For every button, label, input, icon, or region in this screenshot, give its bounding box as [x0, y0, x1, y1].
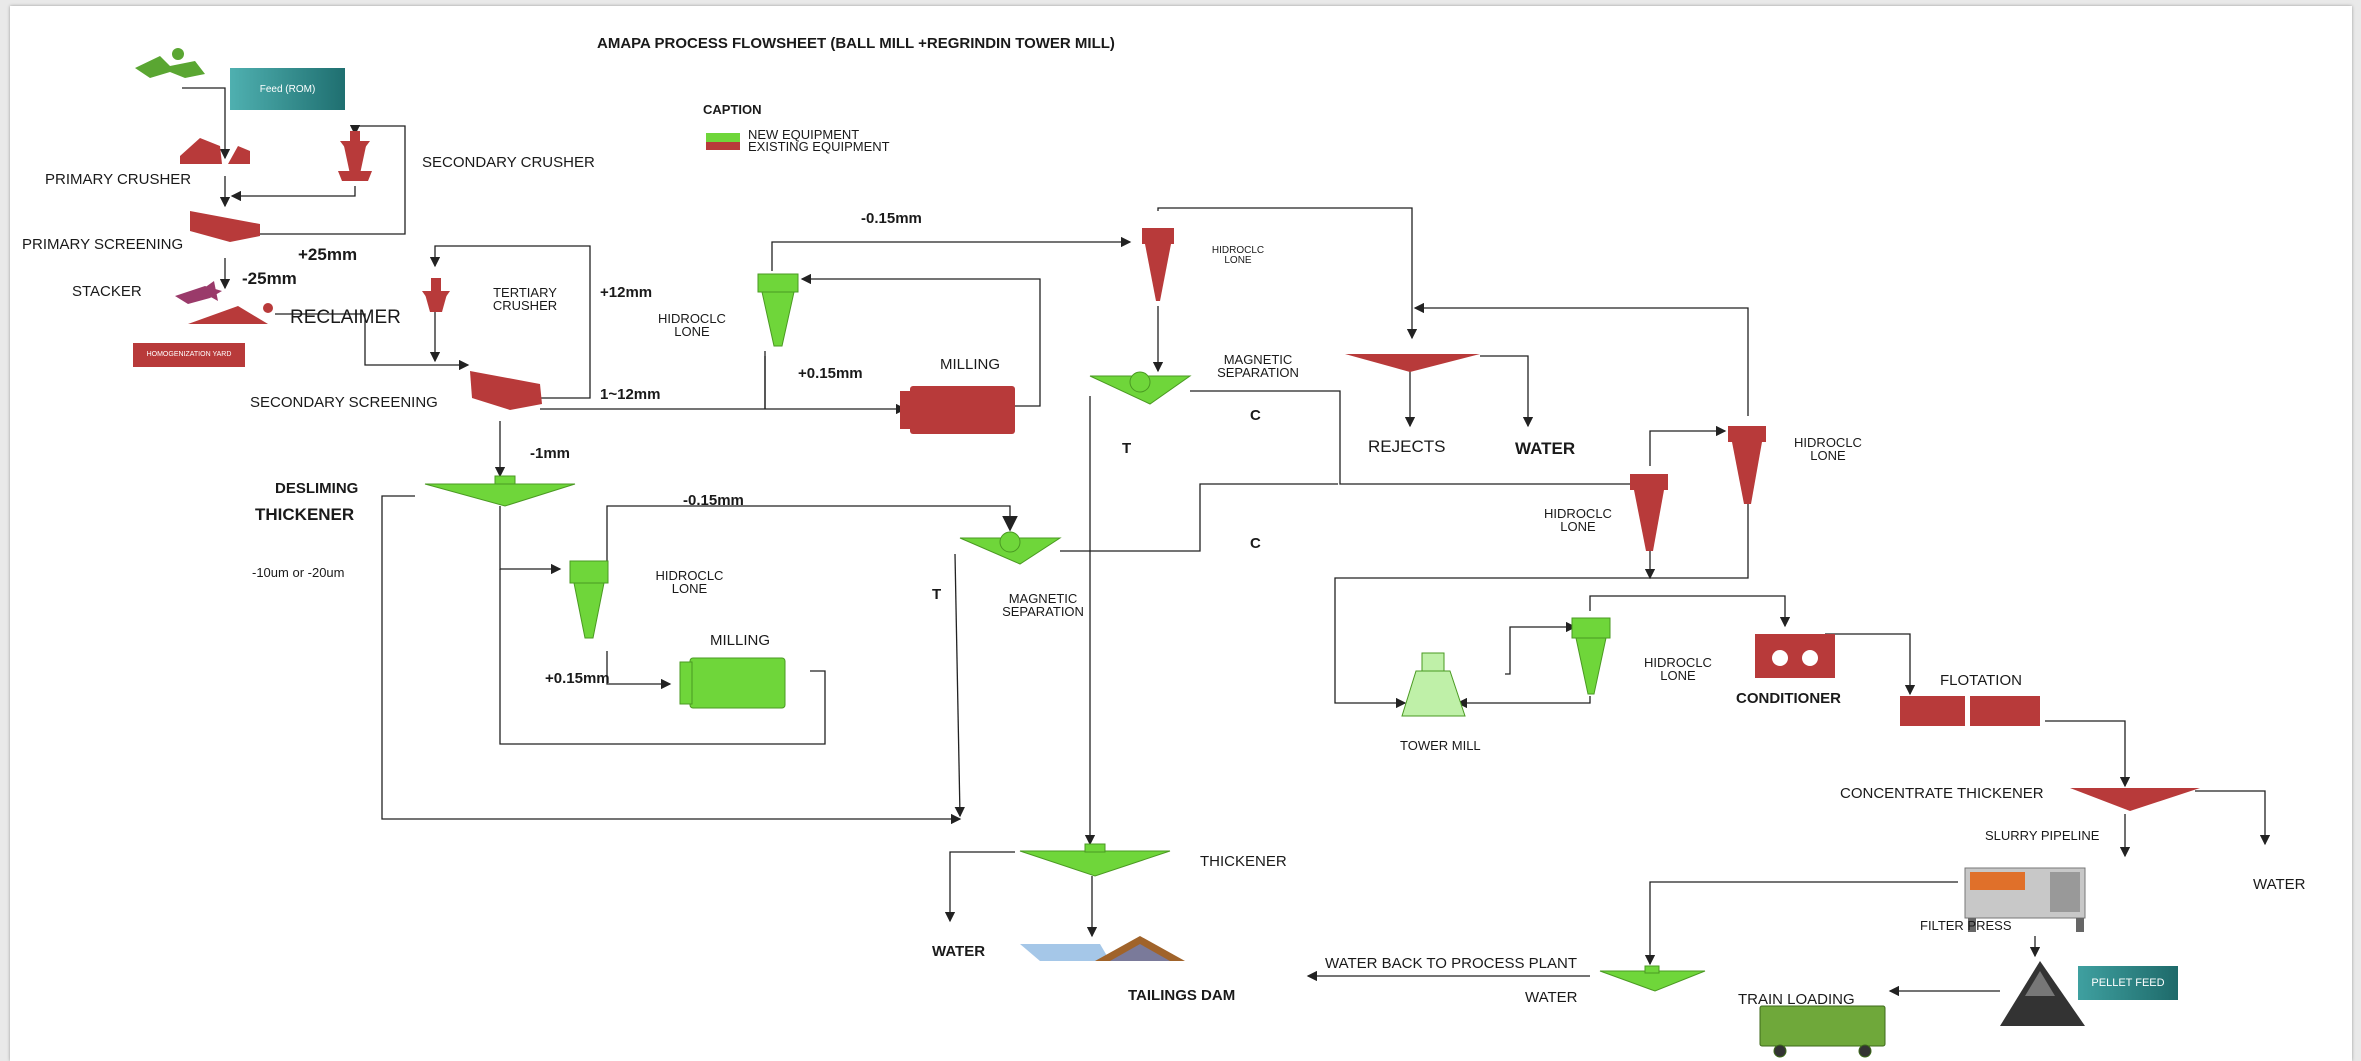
feed-rom-box: Feed (ROM): [230, 68, 345, 110]
primary-screening-label: PRIMARY SCREENING: [22, 236, 184, 253]
secondary-screen-icon: [470, 371, 542, 410]
plus-015mm-mid-label: +0.15mm: [545, 670, 610, 687]
magnetic-separator-icon-2: [959, 531, 1062, 565]
secondary-crusher-icon: [338, 131, 372, 181]
hydrocyclone-label-5: HIDROCLC LONE: [655, 568, 724, 596]
tailings-t-label-2: T: [932, 586, 942, 603]
pellet-pile-icon: [2000, 961, 2085, 1026]
minus-1mm-label: -1mm: [530, 445, 571, 462]
reclaimer-label: RECLAIMER: [290, 307, 401, 328]
magnetic-separation-label-1: MAGNETIC SEPARATION: [1217, 352, 1299, 380]
rejects-label: REJECTS: [1368, 437, 1446, 456]
hydrocyclone-icon-2: [1142, 228, 1174, 301]
new-equipment-swatch: [706, 133, 740, 142]
rejects-thickener-icon: [1345, 354, 1480, 372]
flow-lines: [135, 48, 2271, 1058]
water-label-4: WATER: [1525, 989, 1578, 1006]
milling-top-icon: [900, 386, 1015, 434]
range-1-12mm-label: 1~12mm: [600, 386, 661, 403]
secondary-crusher-label: SECONDARY CRUSHER: [422, 154, 595, 171]
thickener-label: THICKENER: [255, 505, 355, 524]
tertiary-crusher-icon: [422, 278, 450, 312]
excavator-icon: [135, 48, 205, 78]
plus-25mm-label: +25mm: [298, 245, 358, 264]
caption-heading: CAPTION: [703, 102, 762, 117]
flowsheet: AMAPA PROCESS FLOWSHEET (BALL MILL +REGR…: [10, 6, 2352, 1061]
water-back-label: WATER BACK TO PROCESS PLANT: [1325, 955, 1577, 972]
concentrate-thickener-icon: [2070, 788, 2200, 811]
minus-015mm-mid-label: -0.15mm: [683, 492, 744, 509]
primary-screen-icon: [190, 211, 260, 242]
hydrocyclone-label-2: HIDROCLC LONE: [1211, 245, 1265, 266]
conditioner-icon: [1755, 634, 1835, 678]
filter-press-icon: [1964, 867, 2086, 932]
water-label-3: WATER: [932, 943, 986, 960]
primary-crusher-icon: [180, 138, 250, 164]
hydrocyclone-icon-5: [569, 560, 609, 639]
plus-015mm-top-label: +0.15mm: [798, 365, 863, 382]
thickener-bottom-label: THICKENER: [1200, 853, 1287, 870]
bottom-thickener-icon: [1019, 843, 1171, 877]
flotation-icon: [1900, 696, 2040, 726]
tower-mill-label: TOWER MILL: [1400, 738, 1481, 753]
tailings-dam-label: TAILINGS DAM: [1128, 987, 1236, 1004]
hydrocyclone-icon-1: [757, 273, 799, 347]
page-title: AMAPA PROCESS FLOWSHEET (BALL MILL +REGR…: [597, 35, 1115, 52]
water-thickener-icon: [1599, 965, 1706, 992]
desliming-thickener-icon: [424, 475, 576, 507]
tertiary-crusher-label: TERTIARY CRUSHER: [492, 285, 558, 313]
water-label-2: WATER: [2253, 876, 2306, 893]
hydrocyclone-icon-3: [1630, 474, 1668, 551]
tailings-t-label-1: T: [1122, 440, 1132, 457]
concentrate-thickener-label: CONCENTRATE THICKENER: [1840, 785, 2044, 802]
train-icon: [1759, 1005, 1886, 1058]
tailings-dam-icon: [1020, 936, 1185, 961]
reclaimer-icon: [188, 303, 273, 324]
magnetic-separator-icon-1: [1089, 371, 1192, 405]
homogenization-yard-box: HOMOGENIZATION YARD: [133, 343, 245, 367]
minus-015mm-top-label: -0.15mm: [861, 210, 922, 227]
concentrate-c-label-2: C: [1250, 535, 1261, 552]
hydrocyclone-label-6: HIDROCLC LONE: [1644, 655, 1712, 683]
flotation-label: FLOTATION: [1940, 672, 2022, 689]
magnetic-separation-label-2: MAGNETIC SEPARATION: [1002, 591, 1084, 619]
secondary-screening-label: SECONDARY SCREENING: [250, 394, 438, 411]
water-label-1: WATER: [1515, 439, 1576, 458]
plus-12mm-label: +12mm: [600, 284, 653, 301]
hydrocyclone-label-3: HIDROCLC LONE: [1794, 435, 1862, 463]
slurry-pipeline-label: SLURRY PIPELINE: [1985, 828, 2100, 843]
slimes-label: -10um or -20um: [252, 565, 345, 580]
filter-press-label: FILTER PRESS: [1920, 918, 2012, 933]
hydrocyclone-label-4: HIDROCLC LONE: [1544, 506, 1612, 534]
hydrocyclone-label-1: HIDROCLC LONE: [658, 311, 726, 339]
existing-equipment-swatch: [706, 142, 740, 150]
train-loading-label: TRAIN LOADING: [1738, 991, 1855, 1008]
stacker-icon: [175, 281, 222, 304]
hydrocyclone-icon-4: [1728, 426, 1766, 504]
existing-equipment-label: EXISTING EQUIPMENT: [748, 139, 890, 154]
minus-25mm-label: -25mm: [242, 269, 297, 288]
conditioner-label: CONDITIONER: [1736, 690, 1841, 707]
tower-mill-icon: [1401, 652, 1466, 717]
milling-top-label: MILLING: [940, 356, 1001, 373]
new-equipment-label: NEW EQUIPMENT: [748, 127, 860, 142]
stacker-label: STACKER: [72, 283, 142, 300]
pellet-feed-box: PELLET FEED: [2078, 966, 2178, 1000]
primary-crusher-label: PRIMARY CRUSHER: [45, 171, 192, 188]
desliming-label: DESLIMING: [275, 480, 359, 497]
hydrocyclone-icon-6: [1571, 617, 1611, 695]
concentrate-c-label-1: C: [1250, 407, 1261, 424]
milling-mid-label: MILLING: [710, 632, 771, 649]
milling-mid-icon: [679, 657, 786, 709]
